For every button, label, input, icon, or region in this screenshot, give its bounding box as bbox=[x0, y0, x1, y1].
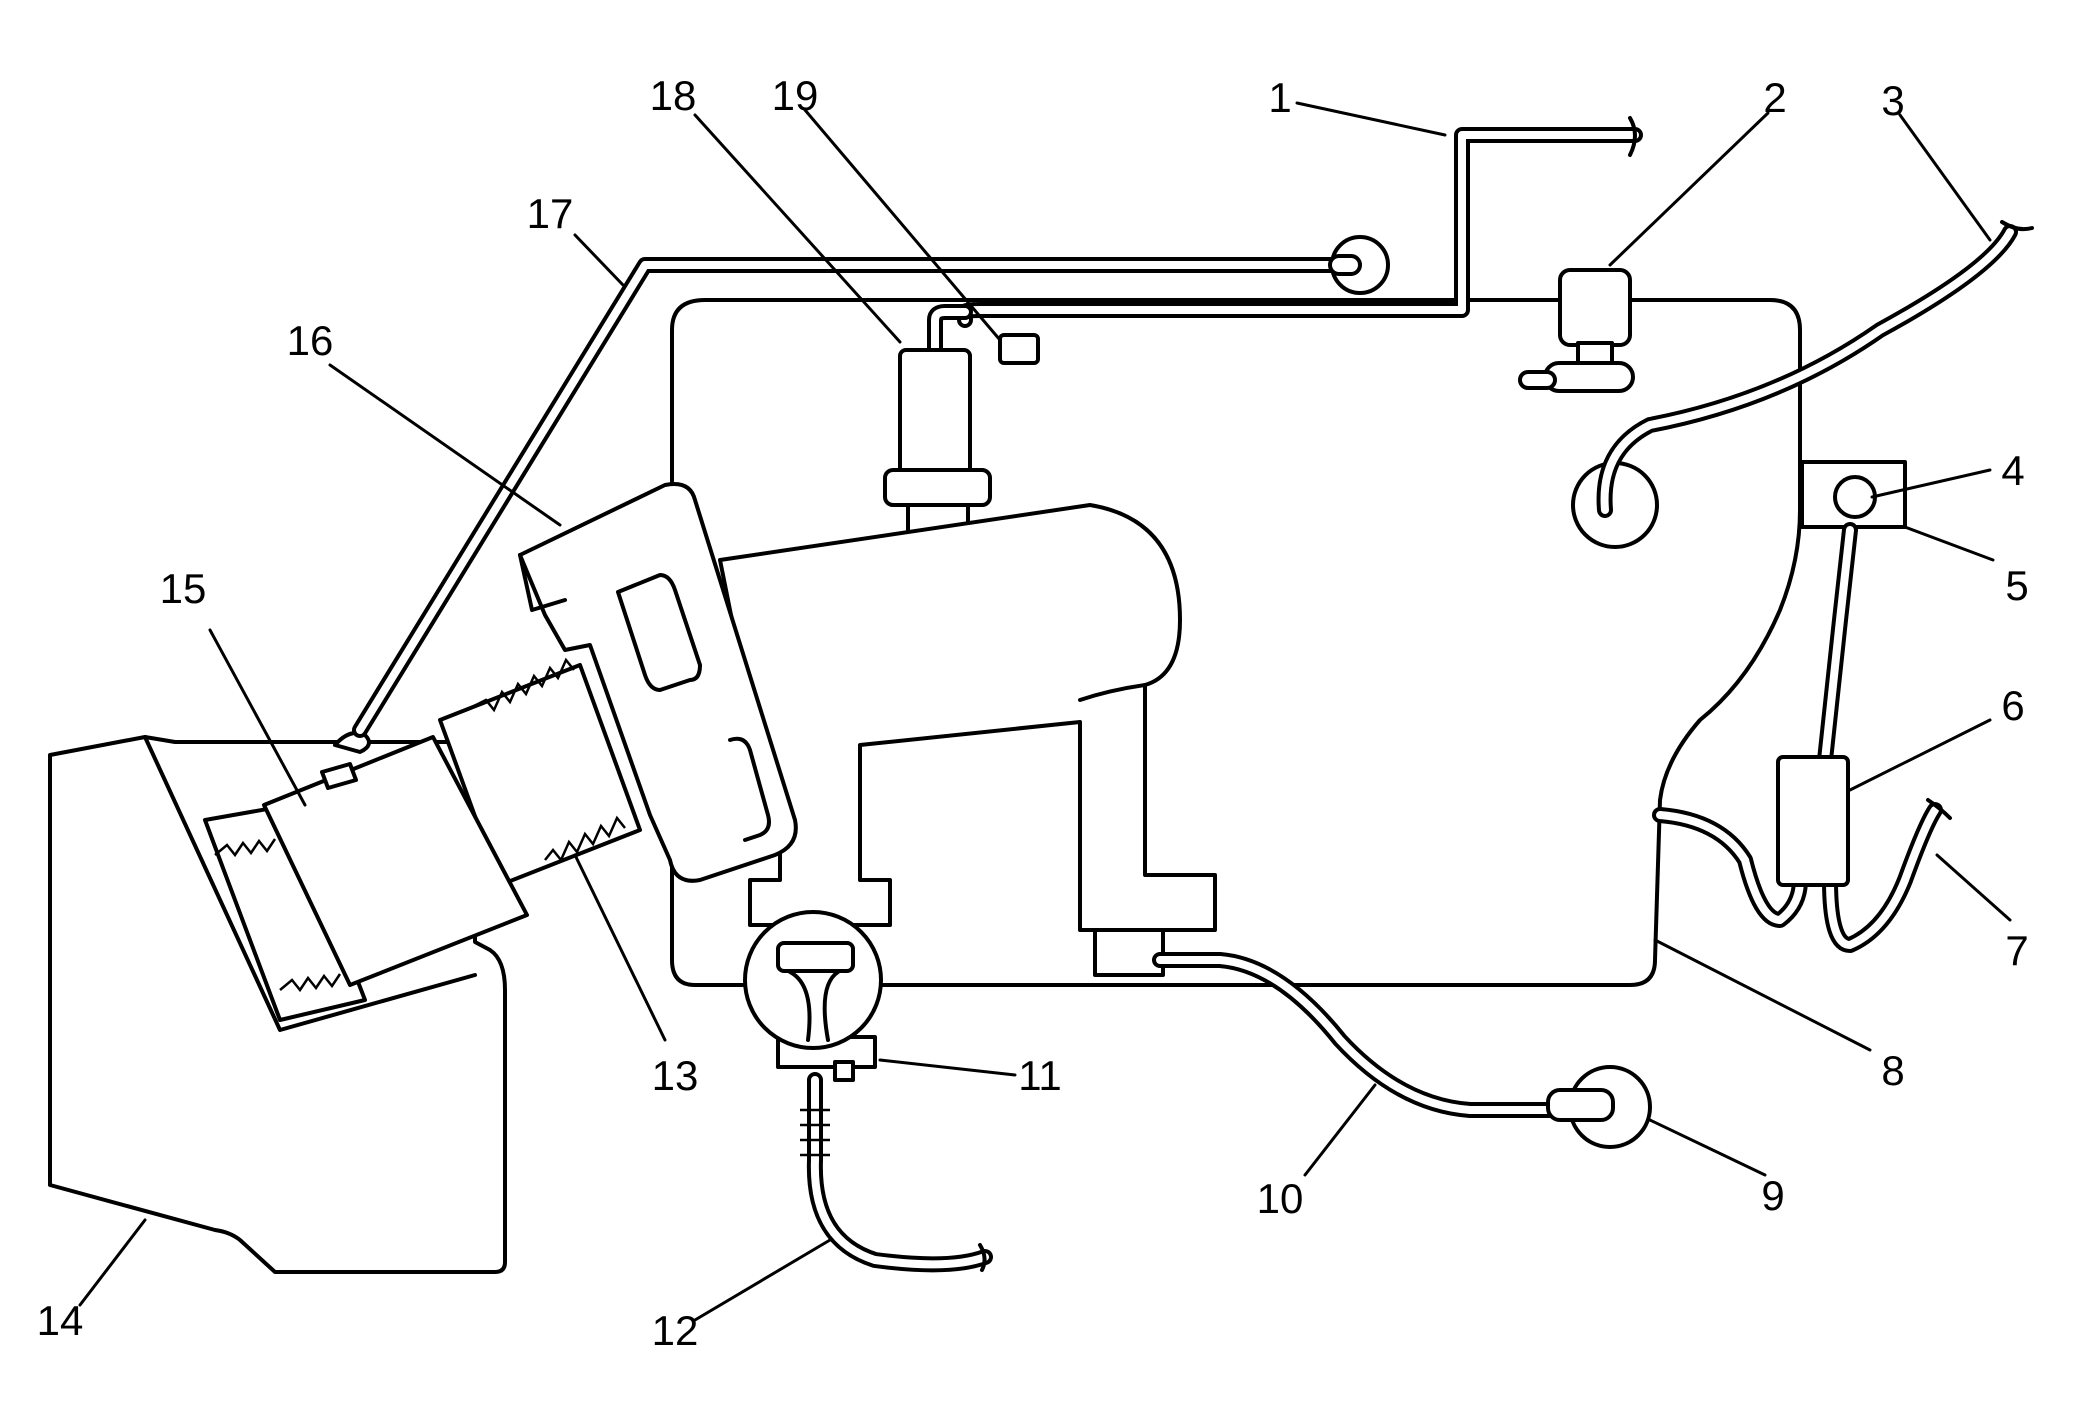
sensor-cable bbox=[800, 1072, 993, 1273]
sensor-hose bbox=[1093, 928, 1652, 1149]
callout-9: 9 bbox=[1761, 1172, 1784, 1219]
callout-19: 19 bbox=[772, 72, 819, 119]
callout-4: 4 bbox=[2001, 447, 2024, 494]
purge-valve bbox=[1518, 268, 1635, 393]
return-hose bbox=[1571, 220, 2034, 549]
callout-6: 6 bbox=[2001, 682, 2024, 729]
callout-1: 1 bbox=[1268, 74, 1291, 121]
callout-10: 10 bbox=[1257, 1175, 1304, 1222]
vacuum-line bbox=[957, 116, 1643, 328]
callout-16: 16 bbox=[287, 317, 334, 364]
idle-air-valve bbox=[743, 910, 883, 1082]
callout-3: 3 bbox=[1881, 77, 1904, 124]
callout-2: 2 bbox=[1763, 74, 1786, 121]
callout-17: 17 bbox=[527, 190, 574, 237]
callout-18: 18 bbox=[650, 72, 697, 119]
small-vacuum-line bbox=[352, 235, 1390, 738]
vacuum-port bbox=[998, 333, 1040, 365]
intake-tube bbox=[718, 503, 1217, 932]
callout-14: 14 bbox=[37, 1297, 84, 1344]
callout-labels: 1 2 3 4 5 6 7 8 9 10 11 12 13 14 15 16 1… bbox=[37, 72, 2029, 1354]
leader-lines bbox=[78, 101, 2012, 1322]
callout-12: 12 bbox=[652, 1307, 699, 1354]
resonator-elbow bbox=[518, 482, 798, 883]
callout-11: 11 bbox=[1018, 1052, 1062, 1099]
intake-clamp-block bbox=[203, 731, 529, 1022]
callout-13: 13 bbox=[652, 1052, 699, 1099]
callout-8: 8 bbox=[1881, 1047, 1904, 1094]
callout-5: 5 bbox=[2005, 562, 2028, 609]
callout-7: 7 bbox=[2005, 927, 2028, 974]
callout-15: 15 bbox=[160, 565, 207, 612]
harness-connector bbox=[1652, 522, 1952, 953]
